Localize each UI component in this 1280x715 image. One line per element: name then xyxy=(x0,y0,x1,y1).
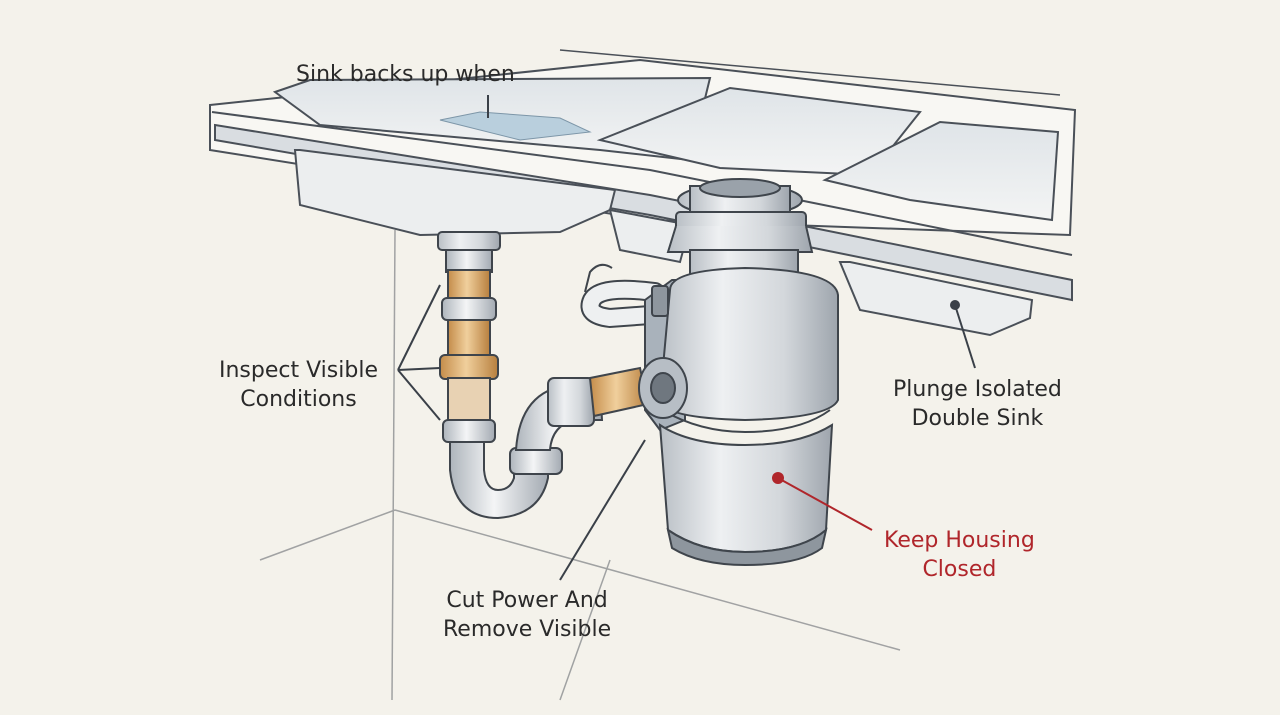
label-keep-line1: Keep Housing xyxy=(884,528,1035,553)
label-sink-backs-up-text: Sink backs up when xyxy=(296,62,515,87)
label-inspect-line1: Inspect Visible xyxy=(219,358,378,383)
label-cut-line2: Remove Visible xyxy=(443,617,612,642)
label-keep-line2: Closed xyxy=(922,557,997,582)
label-inspect-line2: Conditions xyxy=(240,387,357,412)
label-plunge-isolated-double-sink: Plunge Isolated Double Sink xyxy=(893,375,1062,433)
garbage-disposal xyxy=(638,178,839,567)
label-plunge-line2: Double Sink xyxy=(911,406,1044,431)
plunge-callout-dot xyxy=(950,300,960,310)
drain-pipe-assembly xyxy=(437,231,650,520)
label-plunge-line1: Plunge Isolated xyxy=(893,377,1062,402)
keep-housing-callout-dot xyxy=(772,472,784,484)
dishwasher-hose xyxy=(580,263,665,329)
label-cut-line1: Cut Power And xyxy=(446,588,608,613)
sink-basin-right xyxy=(822,120,1060,337)
cabinet-lines xyxy=(259,229,901,701)
callout-leaders xyxy=(397,95,976,581)
label-inspect-visible-conditions: Inspect Visible Conditions xyxy=(219,356,378,414)
label-cut-power-remove-visible: Cut Power And Remove Visible xyxy=(443,586,611,644)
label-sink-backs-up: Sink backs up when xyxy=(296,60,515,89)
label-keep-housing-closed: Keep Housing Closed xyxy=(884,526,1035,584)
